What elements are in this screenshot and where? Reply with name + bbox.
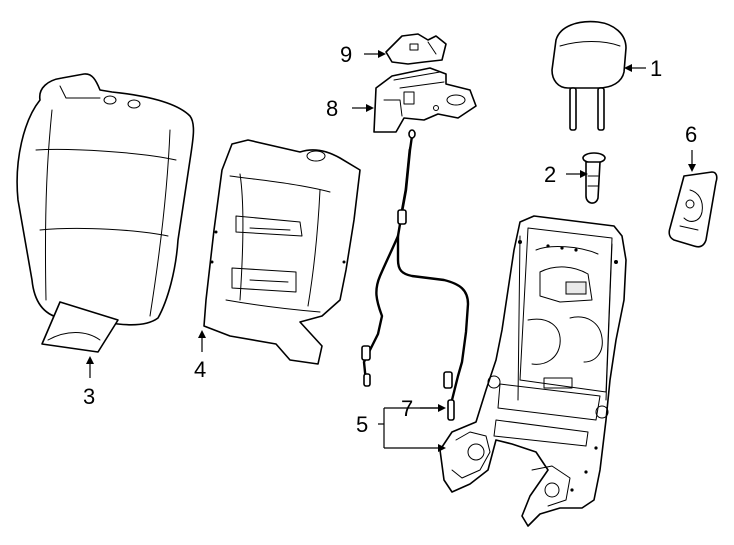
- callout-7: 7: [401, 396, 413, 421]
- seat-back-pad[interactable]: [203, 139, 361, 365]
- headrest[interactable]: [551, 20, 627, 131]
- headrest-guide[interactable]: [582, 152, 606, 204]
- release-cable[interactable]: [361, 129, 470, 421]
- callout-9: 9: [340, 42, 352, 67]
- callout-labels: 1 2 3 4 5 6 7 8 9: [83, 42, 697, 437]
- release-bracket[interactable]: [385, 33, 447, 65]
- leader-lines: [86, 50, 696, 452]
- callout-8: 8: [326, 96, 338, 121]
- callout-6: 6: [685, 122, 697, 147]
- callout-5: 5: [356, 412, 368, 437]
- latch-bezel[interactable]: [668, 171, 718, 248]
- release-handle[interactable]: [373, 67, 477, 133]
- callout-4: 4: [194, 357, 206, 382]
- seat-back-cover[interactable]: [16, 73, 195, 353]
- callout-2: 2: [544, 162, 556, 187]
- callout-3: 3: [83, 384, 95, 409]
- callout-1: 1: [650, 56, 662, 81]
- seat-back-frame[interactable]: [439, 215, 627, 527]
